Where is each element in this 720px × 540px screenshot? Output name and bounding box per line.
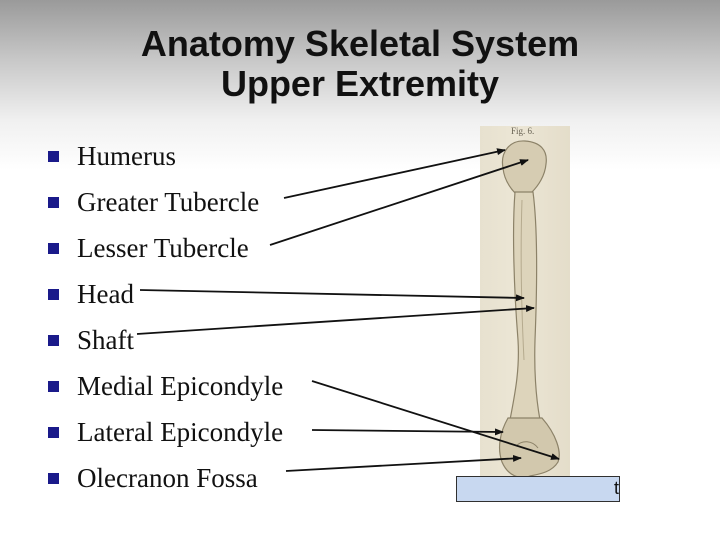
bullet-square-icon <box>48 334 59 346</box>
bullet-label: Lesser Tubercle <box>77 232 249 263</box>
bullet-label: Humerus <box>77 140 176 171</box>
bullet-label: Greater Tubercle <box>77 186 260 217</box>
caption-text: t <box>614 478 620 498</box>
bullet-square-icon <box>48 150 59 162</box>
bullet-square-icon <box>48 288 59 300</box>
humerus-plate-background <box>480 126 570 488</box>
bullet-square-icon <box>48 242 59 254</box>
caption-box <box>456 476 620 502</box>
bullet-square-icon <box>48 472 59 484</box>
title-line-2: Upper Extremity <box>220 63 500 104</box>
list-item: Lateral Epicondyle <box>48 409 283 455</box>
arrow-greater-tubercle <box>283 148 506 199</box>
list-item: Olecranon Fossa <box>48 455 283 501</box>
title-line-1: Anatomy Skeletal System <box>140 23 580 64</box>
plate-number-label: Fig. 6. <box>511 126 535 136</box>
list-item: Medial Epicondyle <box>48 363 283 409</box>
bullet-label: Shaft <box>77 324 134 355</box>
bullet-label: Head <box>77 278 134 309</box>
bullet-square-icon <box>48 426 59 438</box>
bullet-square-icon <box>48 196 59 208</box>
bullet-label: Lateral Epicondyle <box>77 416 284 447</box>
list-item: Humerus <box>48 133 283 179</box>
slide-title: Anatomy Skeletal System Upper Extremity <box>0 24 720 104</box>
bullet-list: Humerus Greater Tubercle Lesser Tubercle… <box>48 133 283 501</box>
list-item: Greater Tubercle <box>48 179 283 225</box>
arrow-lateral-epicondyle <box>311 428 504 436</box>
list-item: Shaft <box>48 317 283 363</box>
list-item: Lesser Tubercle <box>48 225 283 271</box>
bullet-square-icon <box>48 380 59 392</box>
bullet-label: Olecranon Fossa <box>77 462 258 493</box>
bullet-label: Medial Epicondyle <box>77 370 284 401</box>
list-item: Head <box>48 271 283 317</box>
